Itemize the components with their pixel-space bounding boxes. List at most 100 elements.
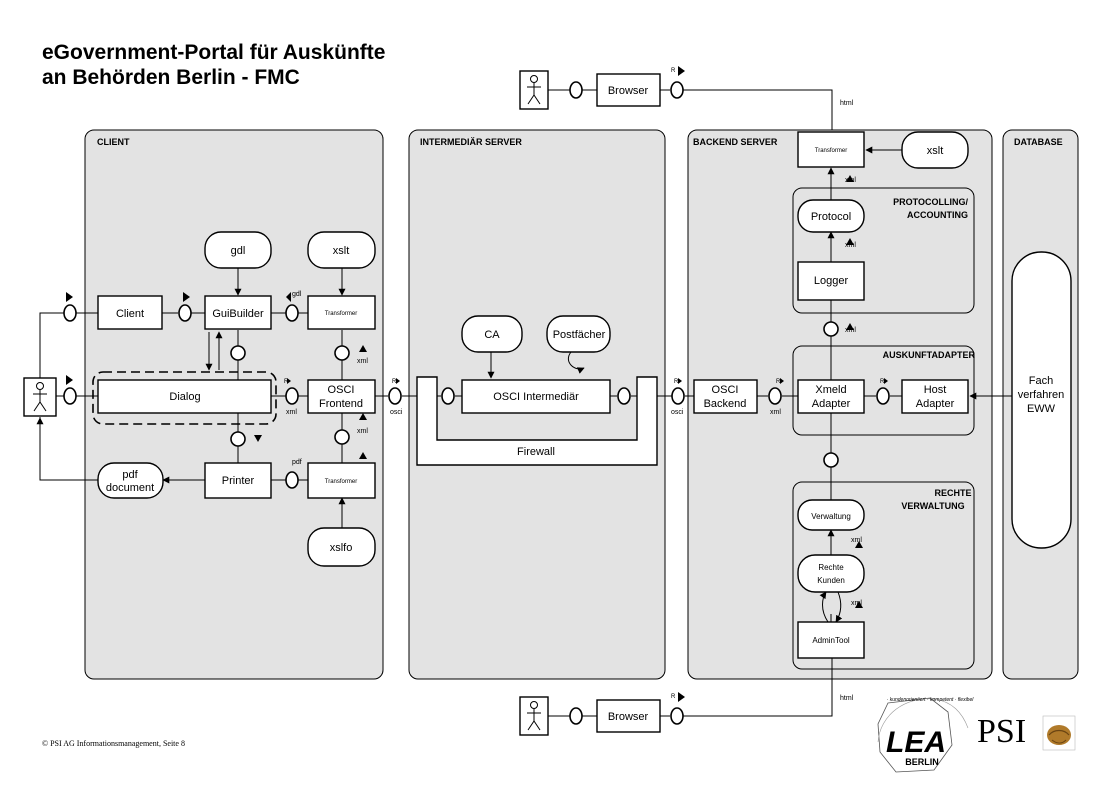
- printer-box: [204, 462, 272, 499]
- printer-label: Printer: [222, 475, 255, 487]
- channel-xmeld-host: [876, 387, 890, 405]
- page-title: eGovernment-Portal für Auskünfte an Behö…: [42, 40, 385, 90]
- transformer-client-bottom-label: Transformer: [325, 479, 357, 485]
- osci-frontend-label-2: Frontend: [319, 398, 363, 410]
- ca-label: CA: [484, 329, 500, 341]
- channel-dialog-printer: [230, 431, 246, 447]
- edge-label-xml-logger: xml: [845, 327, 856, 334]
- psi-logo: PSI: [977, 713, 1076, 751]
- channel-dialog-osci: [285, 387, 299, 405]
- channel-firewall-out: [617, 387, 631, 405]
- channel-xmeld-verwaltung: [823, 452, 839, 468]
- admintool-box: [797, 621, 865, 659]
- edge-label-xml-frontend-bottom: xml: [357, 428, 368, 435]
- protocol-storage: [797, 199, 865, 233]
- xslt-client-storage: [307, 231, 376, 269]
- host-adapter-label-2: Adapter: [916, 398, 955, 410]
- postfaecher-label: Postfächer: [553, 329, 606, 341]
- channel-guibuilder-dialog: [230, 345, 246, 361]
- edge-label-gdl: gdl: [292, 291, 302, 298]
- person-icon: [527, 701, 541, 731]
- channel-guibuilder-transformer: [285, 304, 299, 322]
- direction-markers: [66, 66, 888, 702]
- browser-bottom-box: [596, 699, 661, 733]
- person-icon: [33, 382, 47, 412]
- edge-label-xml-dialog: xml: [286, 409, 297, 416]
- xslt-client-label: xslt: [333, 245, 350, 257]
- channel-client-guibuilder: [178, 304, 192, 322]
- postfaecher-storage: [546, 315, 611, 353]
- footer-copyright: © PSI AG Informationsmanagement, Seite 8: [42, 739, 185, 748]
- fachverfahren-storage: [1011, 251, 1072, 549]
- person-icon: [527, 75, 541, 105]
- channel-logger-xmeld: [823, 321, 839, 337]
- firewall: Firewall: [416, 376, 658, 466]
- edge-label-xml-transformer: xml: [845, 177, 856, 184]
- transformer-client-top-label: Transformer: [325, 311, 357, 317]
- transformer-client-top-box: [307, 295, 376, 330]
- actor-user-top: [519, 70, 549, 110]
- pdf-document-label-1: pdf: [122, 469, 138, 481]
- edge-label-xml-frontend-top: xml: [357, 358, 368, 365]
- edge-label-xml-verwaltung: xml: [851, 537, 862, 544]
- edge-label-r-client: R: [392, 379, 397, 385]
- edge-label-r-bottom: R: [671, 694, 676, 700]
- channel-top-browser-html: [670, 81, 684, 99]
- rechte-kunden-storage: [797, 554, 865, 593]
- psi-logo-text: PSI: [977, 713, 1026, 750]
- guibuilder-label: GuiBuilder: [212, 308, 264, 320]
- admintool-label: AdminTool: [812, 636, 850, 645]
- edge-label-osci-backend: osci: [671, 409, 684, 416]
- channel-intermediary-backend: [671, 387, 685, 405]
- subzone-rechte-label-1: RECHTE: [934, 488, 971, 498]
- logger-label: Logger: [814, 275, 849, 287]
- xslt-backend-label: xslt: [927, 145, 944, 157]
- edge-label-r-backend: R: [776, 379, 781, 385]
- edge-label-html-bottom: html: [840, 695, 854, 702]
- host-adapter-box: [901, 379, 969, 414]
- browser-top-box: [596, 73, 661, 107]
- osci-intermediaer-box: [461, 379, 611, 414]
- browser-bottom-label: Browser: [608, 711, 649, 723]
- edge-label-pdf: pdf: [292, 459, 302, 466]
- channels: [63, 81, 890, 725]
- osci-frontend-box: [307, 379, 376, 414]
- dialog-label: Dialog: [169, 391, 200, 403]
- logger-box: [797, 261, 865, 301]
- subzone-protocolling-label-2: ACCOUNTING: [907, 210, 968, 220]
- zone-client-label: CLIENT: [97, 137, 130, 147]
- xmeld-adapter-label-1: Xmeld: [815, 384, 846, 396]
- transformer-backend-box: [797, 131, 865, 168]
- browser-top-label: Browser: [608, 85, 649, 97]
- gdl-label: gdl: [231, 245, 246, 257]
- xmeld-adapter-box: [797, 379, 865, 414]
- lea-ring-text: · kundenorientiert · kompetent · flexibe…: [887, 697, 975, 703]
- fachverfahren-label-2: verfahren: [1018, 389, 1064, 401]
- osci-intermediaer-label: OSCI Intermediär: [493, 391, 579, 403]
- channel-bottom-browser-html: [670, 707, 684, 725]
- rechte-kunden-label-1: Rechte: [818, 563, 844, 572]
- channel-firewall-in: [441, 387, 455, 405]
- edge-label-html-top: html: [840, 100, 854, 107]
- transformer-backend-label: Transformer: [815, 148, 847, 154]
- xslfo-label: xslfo: [330, 542, 353, 554]
- channel-bottom-browser-actor: [569, 707, 583, 725]
- fachverfahren-label-1: Fach: [1029, 375, 1053, 387]
- protocol-label: Protocol: [811, 211, 851, 223]
- title-line-1: eGovernment-Portal für Auskünfte: [42, 41, 386, 64]
- walnut-icon: [1047, 725, 1071, 745]
- verwaltung-label: Verwaltung: [811, 512, 851, 521]
- ca-storage: [461, 315, 523, 353]
- dialog-box: [97, 379, 272, 414]
- xslt-backend-storage: [901, 131, 969, 169]
- channel-transformer-osci: [334, 345, 350, 361]
- title-line-2: an Behörden Berlin - FMC: [42, 66, 300, 89]
- transformer-client-bottom-box: [307, 462, 376, 499]
- edge-label-r-dialog: R: [284, 379, 289, 385]
- fachverfahren-label-3: EWW: [1027, 403, 1056, 415]
- verwaltung-storage: [797, 499, 865, 531]
- gdl-storage: [204, 231, 272, 269]
- rechte-kunden-label-2: Kunden: [817, 576, 845, 585]
- zone-intermediary-label: INTERMEDIÄR SERVER: [420, 137, 522, 147]
